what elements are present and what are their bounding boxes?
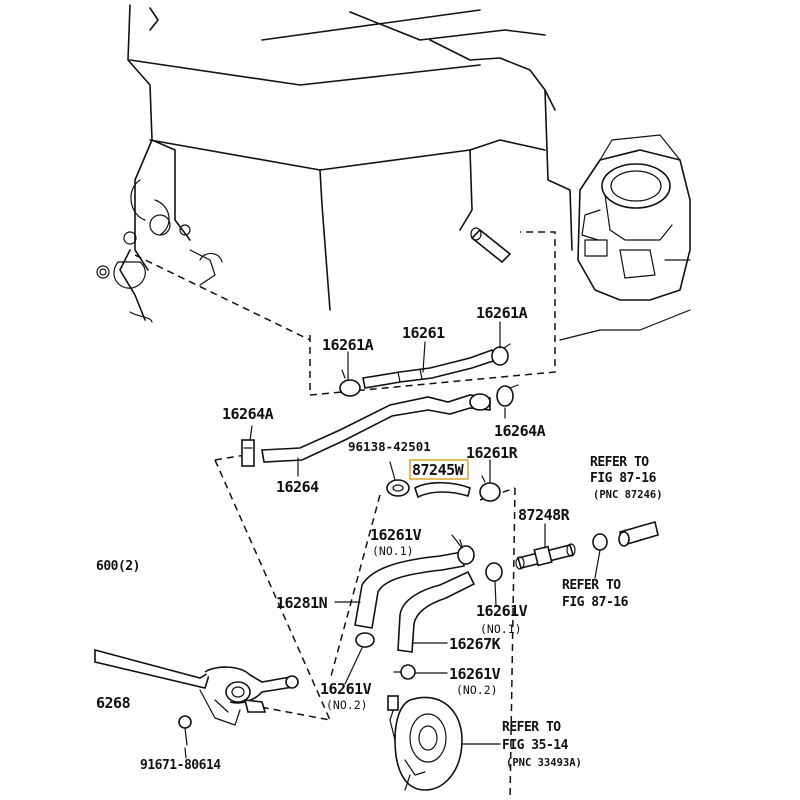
label-16281n[interactable]: 16281N: [276, 594, 328, 612]
clamp-16261r: [479, 475, 501, 502]
highlight-box-87245w: [409, 459, 469, 480]
leader-lines: [184, 321, 601, 759]
label-no2-right: (NO.2): [456, 683, 498, 697]
clamp-16261v-right-no1: [485, 562, 503, 582]
refer3-pnc: (PNC 33493A): [506, 757, 582, 769]
refer1-pnc: (PNC 87246): [593, 489, 663, 501]
label-16261v-left[interactable]: 16261V: [320, 680, 372, 698]
refer2-line2[interactable]: FIG 87-16: [562, 595, 629, 610]
label-600-2[interactable]: 600(2): [96, 559, 140, 574]
clamp-16261a-left: [339, 369, 361, 397]
label-16261v-right[interactable]: 16261V: [449, 665, 501, 683]
label-87245w[interactable]: 87245W: [412, 461, 465, 479]
refer1-line1[interactable]: REFER TO: [590, 455, 650, 470]
clamp-16264a-right: [496, 384, 519, 407]
hose-16264: [241, 393, 491, 467]
label-16261a-right[interactable]: 16261A: [476, 304, 528, 322]
hose-16261: [362, 348, 498, 389]
engine-block: [96, 4, 573, 323]
clamp-16261v-lower-right: [393, 664, 416, 680]
throttle-body: [559, 134, 691, 341]
label-16264a-right[interactable]: 16264A: [494, 422, 546, 440]
label-16261v-mid[interactable]: 16261V: [476, 602, 528, 620]
pipe-6268: [94, 648, 299, 726]
clamp-16261a-right: [491, 343, 511, 366]
label-16264a-left[interactable]: 16264A: [222, 405, 274, 423]
label-no2-left: (NO.2): [326, 698, 368, 712]
label-no1-mid: (NO.1): [480, 622, 522, 636]
label-91671-80614[interactable]: 91671-80614: [140, 758, 222, 773]
refer2-line1[interactable]: REFER TO: [562, 578, 622, 593]
label-96138-42501[interactable]: 96138-42501: [348, 439, 431, 454]
label-87248r[interactable]: 87248R: [518, 506, 571, 524]
pipe-87248r: [515, 543, 576, 570]
label-16261a-left[interactable]: 16261A: [322, 336, 374, 354]
clamp-16261v-lower-left: [355, 632, 375, 648]
label-no1-top: (NO.1): [372, 544, 414, 558]
label-16261[interactable]: 16261: [402, 324, 446, 342]
label-6268[interactable]: 6268: [96, 694, 131, 712]
hose-16267k: [397, 570, 476, 653]
label-16261v-top[interactable]: 16261V: [370, 526, 422, 544]
bolt-91671-80614: [178, 715, 192, 746]
part-labels: 16261A 16261 16261A 16264A 16264A 16264 …: [96, 304, 663, 773]
refer3-line2[interactable]: FIG 35-14: [502, 738, 569, 753]
refer1-line2[interactable]: FIG 87-16: [590, 471, 657, 486]
refer3-line1[interactable]: REFER TO: [502, 720, 562, 735]
oil-cooler-assembly: [387, 695, 463, 791]
pipe-refer-87246: [592, 520, 659, 551]
clamp-16261v-top: [457, 539, 475, 565]
label-16264[interactable]: 16264: [276, 478, 320, 496]
hose-87245w: [414, 481, 471, 499]
label-16261r[interactable]: 16261R: [466, 444, 519, 462]
clip-96138-42501: [386, 479, 410, 497]
label-16267k[interactable]: 16267K: [449, 635, 501, 653]
